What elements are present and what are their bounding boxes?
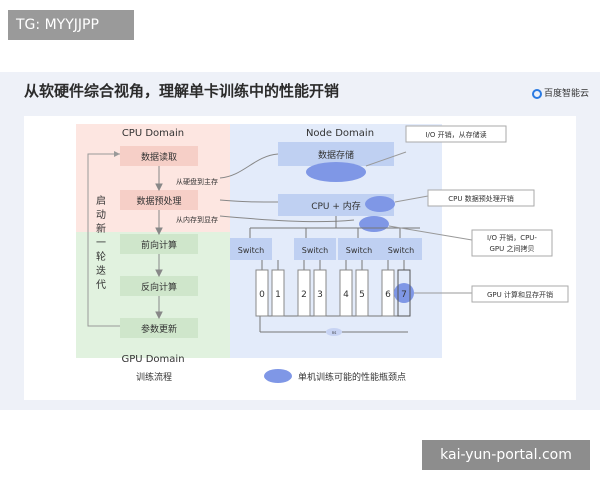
callout-copy-line-2: GPU 之间拷贝 [490,244,535,253]
gpu-7-label: 7 [401,290,407,300]
loop-arrow-head [114,151,120,157]
loop-char-4: 一 [96,238,106,249]
callout-line-1 [365,151,407,167]
gpu-0-label: 0 [259,290,265,300]
gpu-3-label: 3 [317,290,323,300]
slide-title: 从软硬件综合视角，理解单卡训练中的性能开销 [24,82,340,100]
edge-disk-to-mem: 从硬盘到主存 [176,177,218,186]
node-domain-label: Node Domain [306,128,374,139]
switch-1 [230,238,272,260]
footer-training-flow: 训练流程 [136,371,172,383]
loop-char-1: 启 [96,194,106,207]
gpu-6-label: 6 [385,290,391,300]
gpu-4-label: 4 [343,290,349,300]
connector-copy [219,215,355,223]
switch-2 [294,238,336,260]
callout-io-storage: I/O 开销，从存储读 [425,130,486,139]
loop-char-2: 动 [96,209,106,221]
bottleneck-storage [306,162,366,182]
loop-char-7: 代 [96,279,106,291]
gpu-7 [397,269,411,317]
architecture-diagram: CPU Domain GPU Domain Node Domain 启 动 新 … [24,116,576,400]
flow-backward-label: 反向计算 [141,281,177,293]
brand-logo: 百度智能云 [532,86,589,99]
brand-icon [532,88,542,99]
watermark-link: kai-yun-portal.com [422,440,590,470]
callout-cpu-box [427,189,535,207]
connector-storage [219,153,279,179]
gpu-1-label: 1 [275,290,281,300]
switch-4-label: Switch [388,246,414,255]
callout-line-2 [394,195,429,203]
gpu-5-label: 5 [359,290,365,300]
flow-backward-box [120,276,198,296]
gpu-domain-label: GPU Domain [121,354,184,365]
bottleneck-gpu [394,283,414,303]
callout-cpu: CPU 数据预处理开销 [448,194,513,203]
gpu-3 [313,269,327,317]
flow-preprocess-box [120,190,198,210]
switch-2-label: Switch [302,246,328,255]
callout-line-3 [388,225,473,241]
flow-read-box [120,146,198,166]
watermark-tag: TG: MYYJJPP [8,10,134,40]
flow-update-label: 参数更新 [141,323,177,335]
flow-forward-label: 前向计算 [141,239,177,251]
gpu-0 [255,269,269,317]
node-storage-label: 数据存储 [318,149,354,161]
tree-lines [249,216,420,238]
node-cpu-box [278,194,394,216]
loop-char-5: 轮 [96,250,106,263]
gpu-2 [297,269,311,317]
loop-label: 启 动 新 一 轮 迭 代 [96,194,106,291]
callout-copy-box [471,229,553,257]
flow-read-label: 数据读取 [141,151,177,163]
nvswitch-node [326,328,342,336]
cpu-domain-label: CPU Domain [122,128,184,139]
bottleneck-copy [359,216,389,232]
flow-update-box [120,318,198,338]
gpu-5 [355,269,369,317]
edge-mem-to-vram: 从内存到显存 [176,215,218,224]
diagram-svg: CPU Domain GPU Domain Node Domain 启 动 新 … [76,124,569,383]
callout-copy-line-1: I/O 开销，CPU- [487,233,537,242]
node-cpu-label: CPU + 内存 [311,200,361,212]
switch-4 [380,238,422,260]
callout-gpu: GPU 计算和显存开销 [487,290,553,299]
loop-char-3: 新 [96,222,106,235]
switch-3 [338,238,380,260]
callout-io-storage-box [405,125,507,143]
legend-bottleneck-marker [264,369,292,383]
gpu-row: 0 1 2 3 4 5 6 7 [255,269,414,317]
switch-3-label: Switch [346,246,372,255]
brand-name: 百度智能云 [544,89,590,99]
gpu-4 [339,269,353,317]
loop-char-6: 迭 [96,265,106,277]
switch-1-label: Switch [238,246,264,255]
loop-bracket [87,153,120,327]
gpu-2-label: 2 [301,290,307,300]
flow-forward-box [120,234,198,254]
flow-preprocess-label: 数据预处理 [136,195,181,207]
flow-arrows [155,166,163,320]
callout-gpu-box [471,285,569,303]
connector-cpu [219,199,279,203]
cpu-domain-bg [76,124,230,232]
bottleneck-cpu [365,196,395,212]
footer-bottleneck: 单机训练可能的性能瓶颈点 [298,371,406,383]
nvswitch-label: ns [332,330,337,335]
gpu-1 [271,269,285,317]
